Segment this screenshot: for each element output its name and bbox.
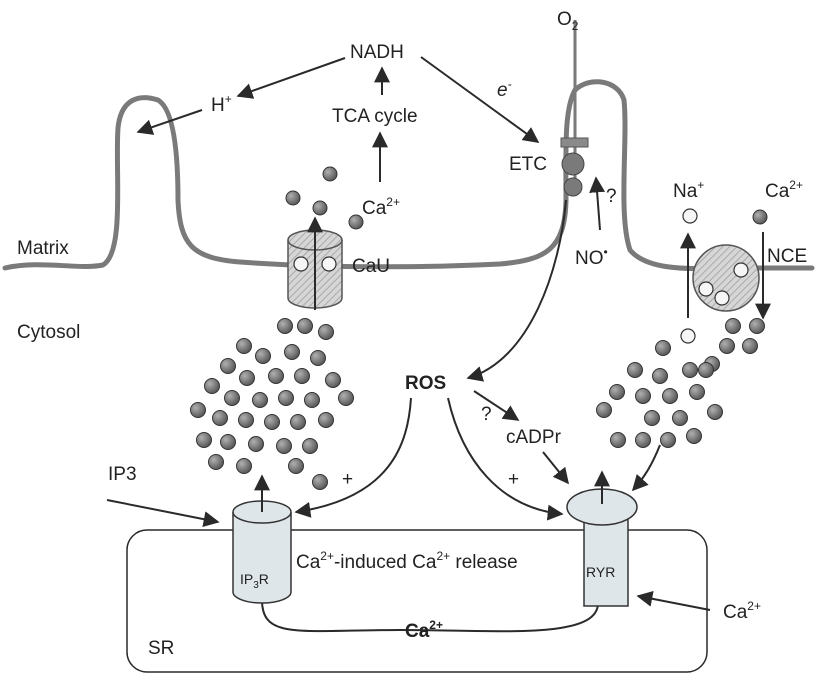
- cau-uniporter: [287, 216, 343, 310]
- plus-right-label: +: [508, 469, 519, 490]
- ryr-label: RYR: [586, 564, 615, 580]
- nce-label: NCE: [767, 246, 807, 267]
- pathway-arrows: [106, 56, 711, 611]
- nadh-label: NADH: [350, 42, 404, 63]
- sodium-label: Na+: [673, 178, 704, 202]
- nitric-oxide-label: NO•: [575, 245, 608, 269]
- plus-left-label: +: [342, 469, 353, 490]
- cadpr-question-label: ?: [481, 404, 492, 425]
- cau-label: CaU: [352, 256, 390, 277]
- etc-complex: [560, 20, 589, 197]
- etc-question-label: ?: [606, 186, 617, 207]
- o2-label: O2: [557, 9, 579, 33]
- nce-exchanger: [680, 232, 771, 320]
- h-plus-label: H+: [211, 92, 232, 116]
- right-calcium-cluster: [596, 318, 765, 448]
- ip3r-channel: [232, 474, 292, 604]
- ryr-channel: [566, 470, 638, 607]
- electron-label: e-: [497, 77, 512, 101]
- matrix-calcium-dots: [285, 166, 768, 344]
- inner-membrane: [2, 79, 815, 272]
- cytosol-label: Cytosol: [17, 322, 80, 343]
- matrix-label: Matrix: [17, 238, 69, 259]
- cicr-label: Ca2+-induced Ca2+ release: [296, 549, 518, 573]
- ip3r-label: IP3R: [240, 571, 269, 591]
- sr-calcium-label: Ca2+: [405, 618, 443, 642]
- etc-label: ETC: [509, 154, 547, 175]
- sr-calcium-loop: [261, 599, 599, 633]
- external-calcium-label: Ca2+: [723, 599, 761, 623]
- cadpr-label: cADPr: [506, 427, 562, 448]
- left-calcium-cluster: [190, 318, 354, 490]
- ros-label: ROS: [405, 373, 446, 394]
- sr-label: SR: [148, 638, 174, 659]
- ip3-label: IP3: [108, 464, 137, 485]
- nce-calcium-label: Ca2+: [765, 178, 803, 202]
- tca-cycle-label: TCA cycle: [332, 106, 418, 127]
- matrix-calcium-label: Ca2+: [362, 195, 400, 219]
